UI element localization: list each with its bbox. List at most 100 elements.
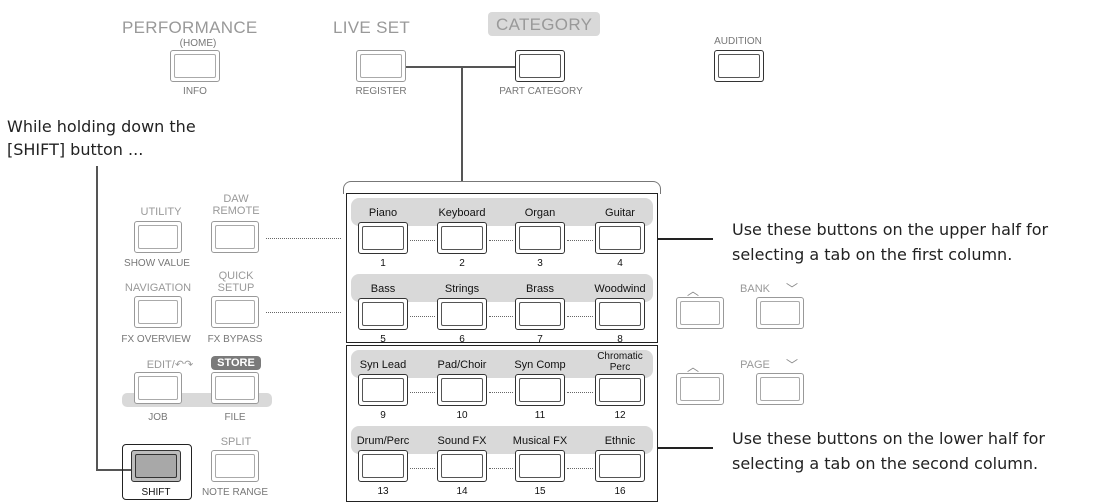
audition-button[interactable]	[714, 50, 764, 82]
category-name-5: Bass	[370, 283, 396, 295]
upper-annotation-line2: selecting a tab on the first column.	[732, 245, 1013, 264]
category-number-7: 7	[537, 334, 543, 345]
shift-pointer-vertical	[96, 166, 98, 471]
category-name-11: Syn Comp	[514, 359, 566, 371]
shift-highlight-box	[122, 444, 192, 500]
category-number-4: 4	[617, 258, 623, 269]
shift-pointer-horizontal	[96, 469, 138, 471]
page-up-button[interactable]	[676, 373, 724, 405]
utility-title: UTILITY	[140, 206, 182, 218]
job-label: JOB	[148, 412, 168, 423]
category-name-14: Sound FX	[437, 435, 487, 447]
category-dots-11	[567, 392, 593, 393]
category-number-16: 16	[614, 486, 626, 497]
category-button[interactable]	[515, 50, 565, 82]
category-button-11[interactable]	[515, 374, 565, 406]
category-name-2: Keyboard	[438, 207, 486, 219]
lower-annotation-line2: selecting a tab on the second column.	[732, 454, 1039, 473]
page-down-button[interactable]	[756, 373, 804, 405]
shift-label: SHIFT	[141, 487, 171, 498]
category-button-9[interactable]	[358, 374, 408, 406]
category-name-12-line2: Perc	[609, 362, 631, 373]
category-number-11: 11	[534, 410, 546, 421]
category-button-5[interactable]	[358, 298, 408, 330]
category-name-3: Organ	[524, 207, 556, 219]
upper-annotation-line1: Use these buttons on the upper half for	[732, 220, 1049, 239]
category-name-1: Piano	[368, 207, 398, 219]
quick-title-line2: SETUP	[217, 282, 255, 294]
category-panel-bracket	[343, 181, 661, 194]
quick-dotted-connector	[266, 312, 341, 313]
bank-up-button[interactable]	[676, 297, 724, 329]
category-button-12[interactable]	[595, 374, 645, 406]
category-dots-7	[567, 316, 593, 317]
category-name-12-line1: Chromatic	[597, 351, 643, 362]
category-highlight	[488, 12, 600, 36]
store-button[interactable]	[211, 372, 259, 404]
category-number-1: 1	[380, 258, 386, 269]
page-label: PAGE	[740, 359, 770, 371]
category-dots-15	[567, 468, 593, 469]
category-number-15: 15	[534, 486, 546, 497]
category-name-15: Musical FX	[512, 435, 568, 447]
lower-pointer-line	[658, 447, 713, 449]
category-number-5: 5	[380, 334, 386, 345]
performance-button[interactable]	[170, 50, 220, 82]
category-name-4: Guitar	[605, 207, 635, 219]
audition-title: AUDITION	[714, 36, 762, 47]
category-button-16[interactable]	[595, 450, 645, 482]
shift-button[interactable]	[131, 450, 181, 482]
category-button-1[interactable]	[358, 222, 408, 254]
upper-pointer-line	[658, 238, 713, 240]
category-name-9: Syn Lead	[359, 359, 407, 371]
category-button-6[interactable]	[437, 298, 487, 330]
category-dots-5	[410, 316, 435, 317]
note-range-label: NOTE RANGE	[201, 487, 269, 498]
row2-band	[351, 274, 653, 302]
row1-band	[351, 198, 653, 226]
daw-title-line1: DAW	[223, 193, 249, 205]
category-name-16: Ethnic	[604, 435, 636, 447]
liveset-button[interactable]	[356, 50, 406, 82]
category-name-10: Pad/Choir	[437, 359, 487, 371]
store-title: STORE	[211, 356, 261, 370]
category-button-14[interactable]	[437, 450, 487, 482]
category-dots-1	[410, 240, 435, 241]
upper-half-frame	[346, 193, 658, 343]
category-dots-2	[489, 240, 513, 241]
page-down-icon: ﹀	[786, 358, 799, 372]
bank-down-button[interactable]	[756, 297, 804, 329]
utility-button[interactable]	[134, 221, 182, 253]
category-button-13[interactable]	[358, 450, 408, 482]
navigation-button[interactable]	[134, 296, 182, 328]
category-number-9: 9	[380, 410, 386, 421]
category-number-14: 14	[456, 486, 468, 497]
shift-note-line1: While holding down the	[7, 117, 196, 136]
quick-setup-button[interactable]	[211, 296, 259, 328]
split-title: SPLIT	[220, 436, 252, 448]
category-button-7[interactable]	[515, 298, 565, 330]
category-dots-9	[410, 392, 435, 393]
category-button-10[interactable]	[437, 374, 487, 406]
daw-title-line2: REMOTE	[212, 205, 260, 217]
liveset-register-label: REGISTER	[355, 86, 407, 97]
performance-title: PERFORMANCE	[122, 18, 258, 37]
quick-title-line1: QUICK	[218, 270, 254, 282]
category-number-13: 13	[377, 486, 389, 497]
edit-button[interactable]	[134, 372, 182, 404]
category-button-8[interactable]	[595, 298, 645, 330]
fx-overview-label: FX OVERVIEW	[121, 334, 191, 345]
bank-down-icon: ﹀	[786, 282, 799, 296]
split-button[interactable]	[211, 450, 259, 482]
undo-redo-icon: ↶↷	[174, 359, 194, 371]
row3-band	[351, 350, 653, 378]
bank-up-icon: ︿	[687, 284, 700, 298]
category-button-3[interactable]	[515, 222, 565, 254]
performance-info-label: INFO	[183, 86, 207, 97]
category-button-15[interactable]	[515, 450, 565, 482]
category-dots-3	[567, 240, 593, 241]
category-button-2[interactable]	[437, 222, 487, 254]
daw-remote-button[interactable]	[211, 221, 259, 253]
category-button-4[interactable]	[595, 222, 645, 254]
